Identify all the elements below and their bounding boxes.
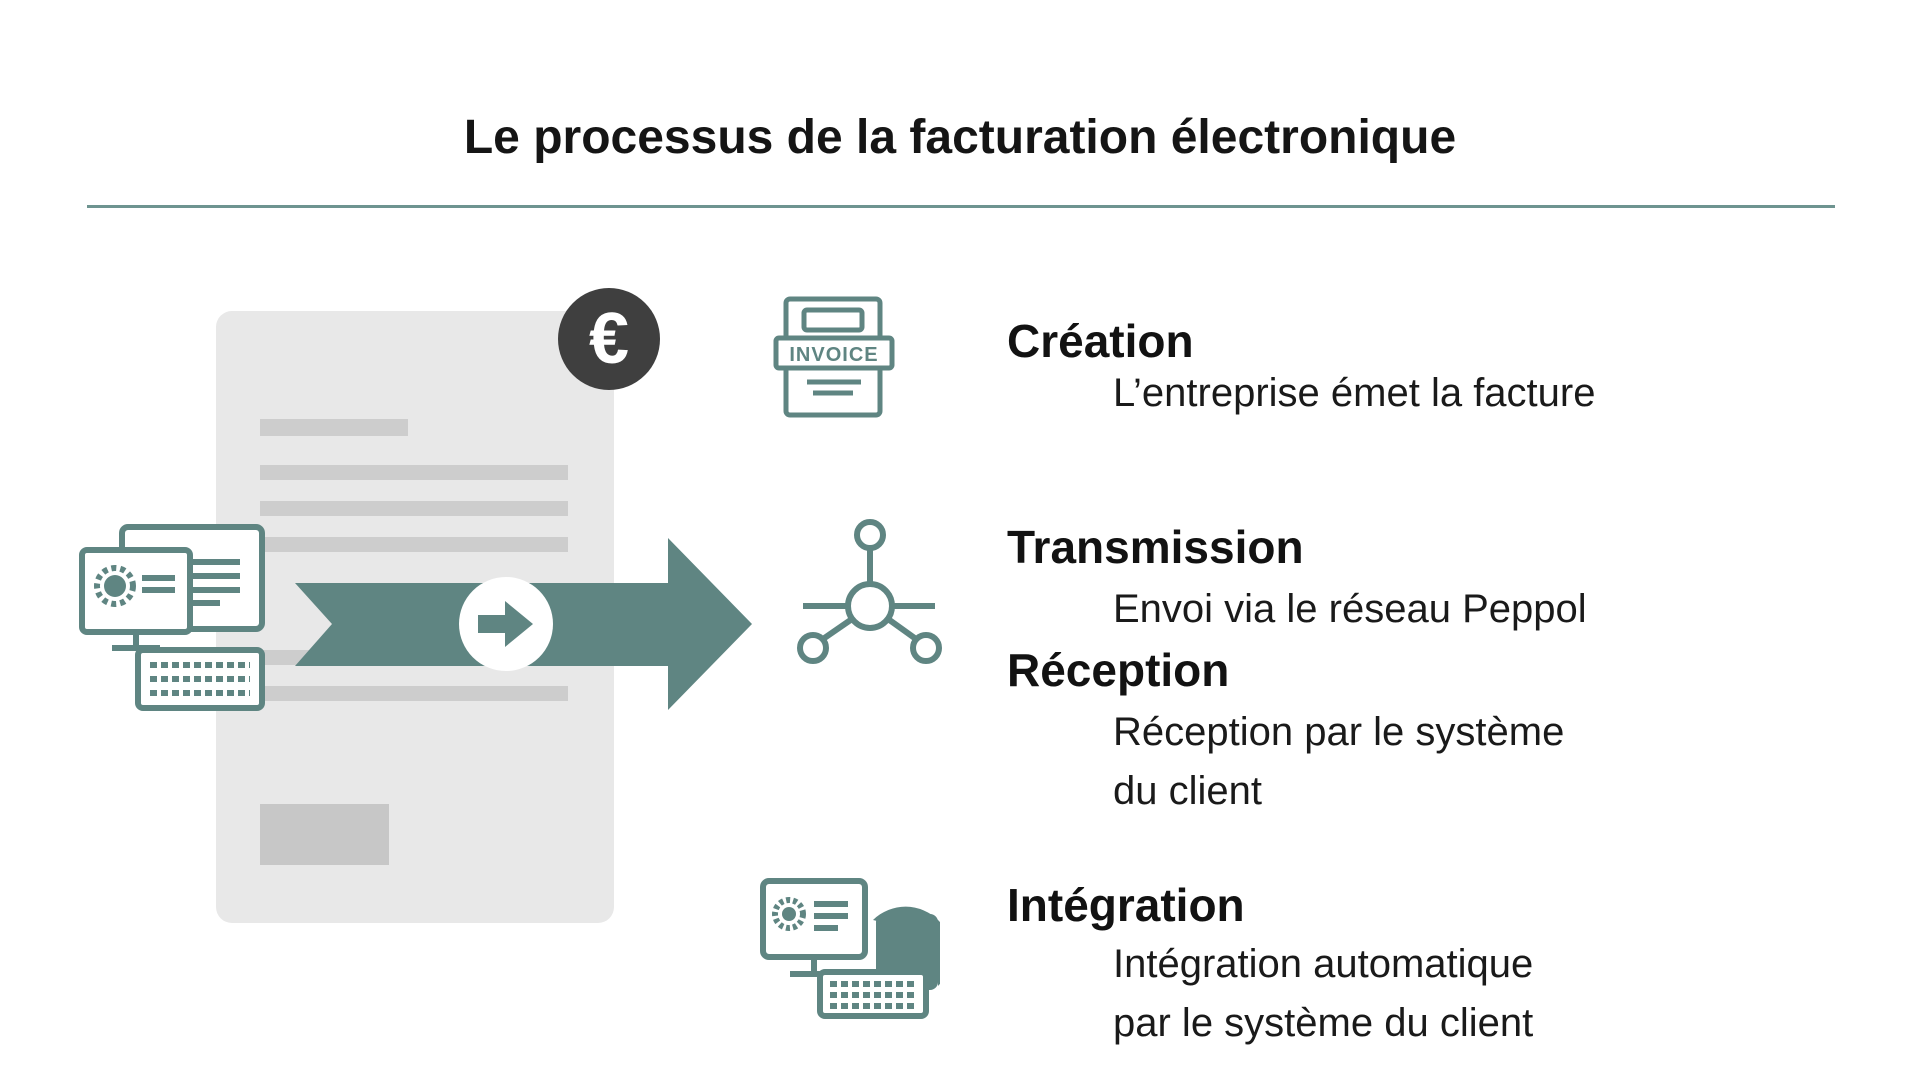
computer-icon — [79, 524, 265, 711]
step-title-integration: Intégration — [1007, 879, 1245, 931]
step-desc-integration-line-1: Intégration automatique — [1113, 942, 1534, 986]
step-desc-creation: L’entreprise émet la facture — [1113, 371, 1596, 415]
step-desc-reception-line-2: du client — [1113, 769, 1262, 813]
step-title-transmission: Transmission — [1007, 521, 1304, 573]
step-desc-transmission: Envoi via le réseau Peppol — [1113, 587, 1587, 631]
euro-symbol: € — [589, 299, 629, 379]
invoice-icon: INVOICE — [773, 296, 895, 418]
computer-icon — [760, 878, 940, 1019]
invoice-icon-label: INVOICE — [789, 344, 878, 366]
arrow-right-icon — [478, 601, 533, 647]
network-icon — [797, 519, 942, 664]
page-title: Le processus de la facturation électroni… — [463, 111, 1457, 164]
euro-icon: € — [558, 288, 660, 390]
step-title-reception: Réception — [1007, 644, 1230, 696]
process-illustration: € — [79, 288, 752, 923]
title-divider — [87, 205, 1835, 208]
step-desc-integration-line-2: par le système du client — [1113, 1001, 1534, 1045]
step-desc-reception-line-1: Réception par le système — [1113, 710, 1565, 754]
step-title-creation: Création — [1007, 315, 1194, 367]
process-arrow — [295, 538, 752, 710]
